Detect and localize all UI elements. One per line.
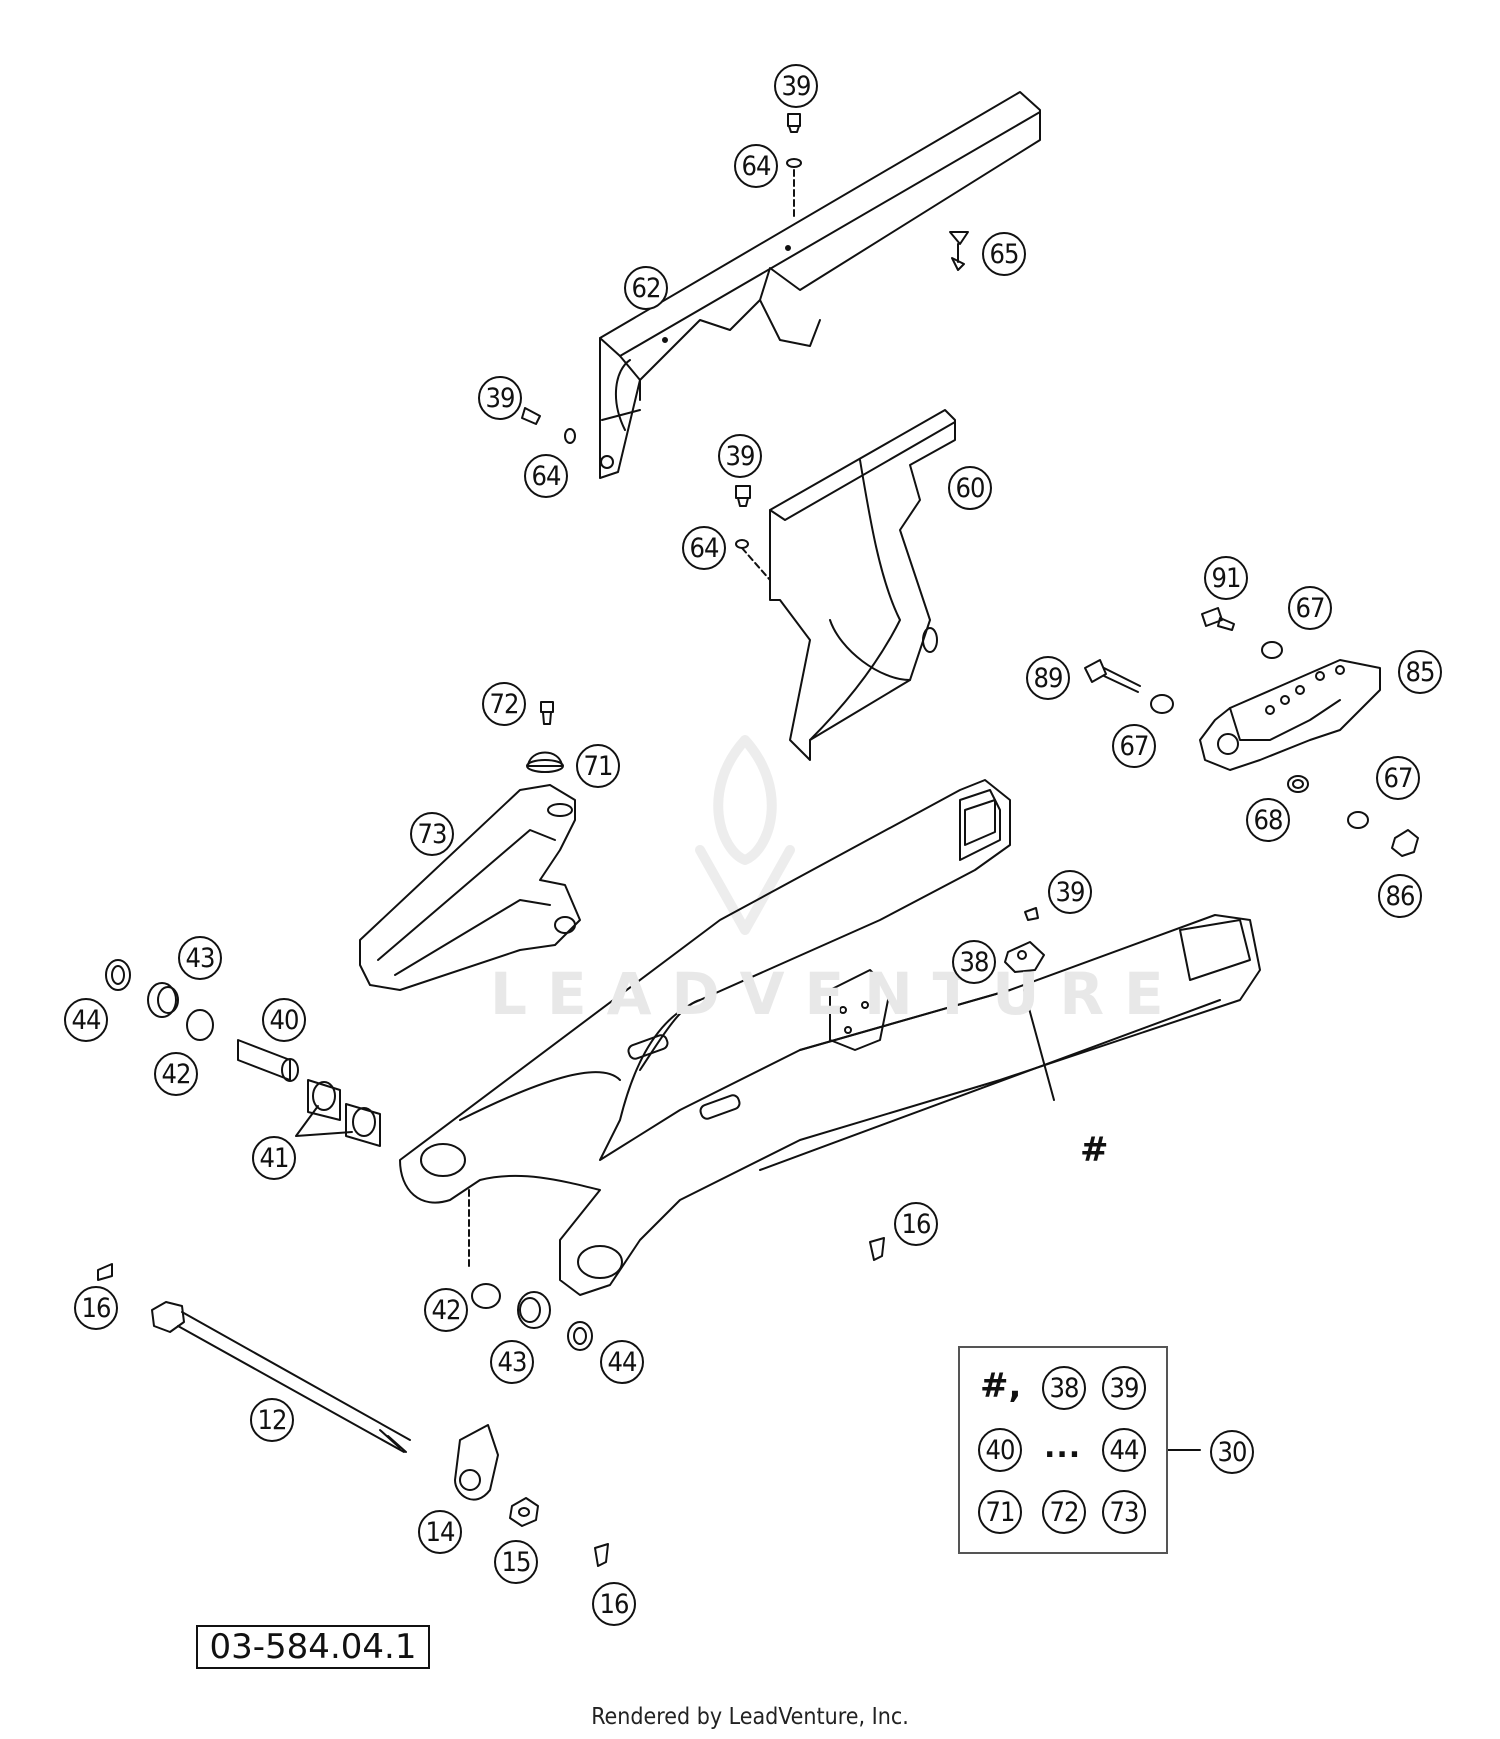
clip-38 (1004, 941, 1045, 973)
screw-39-top (786, 113, 802, 221)
kit-callout-40[interactable]: 40 (978, 1428, 1022, 1472)
callout-72[interactable]: 72 (482, 682, 526, 726)
nut-15 (509, 1497, 539, 1527)
callout-67[interactable]: 67 (1112, 724, 1156, 768)
callout-60[interactable]: 60 (948, 466, 992, 510)
callout-30[interactable]: 30 (1210, 1430, 1254, 1474)
callout-71[interactable]: 71 (576, 744, 620, 788)
washer-67-top (1261, 641, 1283, 659)
callout-14[interactable]: 14 (418, 1510, 462, 1554)
chain-slider-arm (359, 784, 581, 991)
chain-guard-lower (769, 409, 956, 761)
callout-86[interactable]: 86 (1378, 874, 1422, 918)
seal-44-bottom (567, 1321, 593, 1351)
swingarm (399, 779, 1261, 1296)
callout-16[interactable]: 16 (592, 1582, 636, 1626)
hash-leader (1023, 989, 1055, 1101)
callout-16[interactable]: 16 (74, 1286, 118, 1330)
watermark-logo (695, 735, 795, 935)
callout-16[interactable]: 16 (894, 1202, 938, 1246)
callout-64[interactable]: 64 (682, 526, 726, 570)
cap-71 (526, 751, 564, 773)
callout-39[interactable]: 39 (1048, 870, 1092, 914)
plug-16-mid (869, 1237, 885, 1261)
washer-67-low (1347, 811, 1369, 829)
kit-hash-label: #, (980, 1366, 1022, 1406)
callout-41[interactable]: 41 (252, 1136, 296, 1180)
callout-15[interactable]: 15 (494, 1540, 538, 1584)
callout-42[interactable]: 42 (424, 1288, 468, 1332)
spacer-68 (1287, 775, 1309, 793)
kit-callout-72[interactable]: 72 (1042, 1490, 1086, 1534)
kit-callout-73[interactable]: 73 (1102, 1490, 1146, 1534)
swingarm-hash-label: # (1080, 1130, 1109, 1170)
callout-44[interactable]: 44 (64, 998, 108, 1042)
leader-41 (295, 1105, 353, 1137)
footer-credit: Rendered by LeadVenture, Inc. (591, 1704, 909, 1730)
chain-guard-upper (599, 91, 1041, 479)
bolt-89 (1084, 659, 1141, 693)
kit-range-ellipsis: ... (1044, 1430, 1082, 1465)
callout-62[interactable]: 62 (624, 266, 668, 310)
sleeve-40 (237, 1039, 299, 1082)
callout-40[interactable]: 40 (262, 998, 306, 1042)
kit-callout-39[interactable]: 39 (1102, 1366, 1146, 1410)
ring-42-bottom (471, 1283, 501, 1309)
plug-16-bottom (594, 1543, 609, 1567)
bearing-43-top (147, 982, 179, 1018)
bearing-43-bottom (517, 1291, 551, 1329)
screw-91 (1201, 607, 1235, 631)
needle-bearing-41b (345, 1103, 381, 1147)
diagram-part-number: 03-584.04.1 (196, 1625, 430, 1669)
washer-67-mid (1150, 694, 1174, 714)
chain-slider (1199, 659, 1381, 771)
ring-42-top (186, 1009, 214, 1041)
callout-43[interactable]: 43 (490, 1340, 534, 1384)
callout-39[interactable]: 39 (478, 376, 522, 420)
needle-bearing-41a (307, 1079, 341, 1121)
callout-67[interactable]: 67 (1376, 756, 1420, 800)
callout-44[interactable]: 44 (600, 1340, 644, 1384)
nut-86 (1391, 829, 1419, 857)
callout-42[interactable]: 42 (154, 1052, 198, 1096)
callout-39[interactable]: 39 (718, 434, 762, 478)
chain-adjuster (454, 1424, 499, 1501)
seal-44-top (105, 959, 131, 991)
callout-73[interactable]: 73 (410, 812, 454, 856)
screw-39-left (521, 407, 576, 444)
callout-38[interactable]: 38 (952, 940, 996, 984)
kit-callout-38[interactable]: 38 (1042, 1366, 1086, 1410)
callout-67[interactable]: 67 (1288, 586, 1332, 630)
callout-85[interactable]: 85 (1398, 650, 1442, 694)
callout-39[interactable]: 39 (774, 64, 818, 108)
callout-91[interactable]: 91 (1204, 556, 1248, 600)
callout-43[interactable]: 43 (178, 936, 222, 980)
callout-12[interactable]: 12 (250, 1398, 294, 1442)
watermark-text: LEADVENTURE (490, 960, 1184, 1028)
kit-callout-44[interactable]: 44 (1102, 1428, 1146, 1472)
callout-64[interactable]: 64 (524, 454, 568, 498)
callout-65[interactable]: 65 (982, 232, 1026, 276)
callout-89[interactable]: 89 (1026, 656, 1070, 700)
plug-16-left (97, 1263, 113, 1281)
screw-39-mid (735, 485, 771, 581)
kit-callout-71[interactable]: 71 (978, 1490, 1022, 1534)
screw-72 (540, 701, 554, 725)
callout-68[interactable]: 68 (1246, 798, 1290, 842)
rivet-65 (949, 231, 969, 271)
callout-64[interactable]: 64 (734, 144, 778, 188)
swingarm-axle (151, 1301, 411, 1453)
screw-39-right (1024, 907, 1039, 921)
